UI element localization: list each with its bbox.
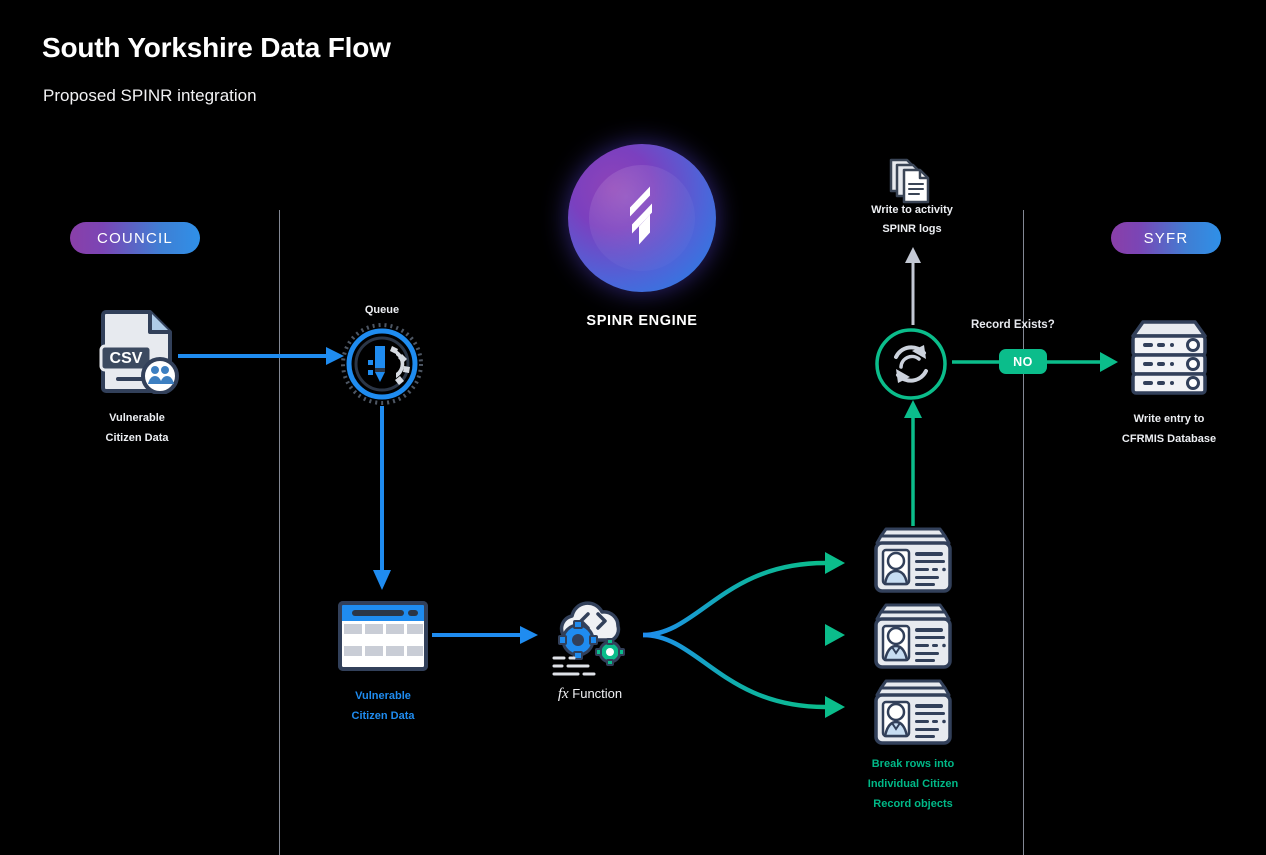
svg-text:CSV: CSV: [110, 350, 143, 367]
server-database-icon: [1131, 318, 1207, 403]
csv-file-people-icon: CSV: [98, 308, 180, 399]
stacked-documents-icon: [888, 155, 936, 212]
cloud-code-gears-icon: [548, 600, 632, 685]
queue-label: Queue: [364, 304, 400, 316]
arrow-record-check-to-logs: [905, 247, 921, 325]
spinr-engine-caption: SPINR ENGINE: [586, 313, 698, 329]
record-exists-no-badge[interactable]: NO: [999, 349, 1047, 374]
lane-badge-syfr-label: SYFR: [1143, 229, 1189, 247]
database-label: Write entry to CFRMIS Database: [1121, 413, 1217, 445]
activity-logs-label: Write to activity SPINR logs: [871, 204, 953, 235]
record-exists-no-label: NO: [1013, 354, 1033, 369]
record-exists-condition-label: Record Exists?: [971, 319, 1055, 331]
lane-badge-council[interactable]: COUNCIL: [70, 222, 200, 254]
page-subtitle: Proposed SPINR integration: [43, 86, 257, 105]
sync-refresh-icon: [874, 327, 948, 406]
arrow-csv-to-queue: [178, 347, 344, 365]
function-fx-glyph: fx: [557, 686, 569, 702]
csv-source-label: Vulnerable Citizen Data: [105, 412, 169, 444]
citizen-id-card-icon: [874, 601, 952, 676]
arrow-records-to-record-check: [904, 400, 922, 526]
spinr-engine-logo: [568, 144, 716, 292]
function-label: fx Function: [490, 686, 690, 703]
arrow-queue-to-spreadsheet: [373, 406, 391, 590]
lane-divider-council: [279, 210, 280, 855]
lane-badge-syfr[interactable]: SYFR: [1111, 222, 1221, 254]
queue-pencil-gear-icon: [340, 322, 424, 411]
spinr-bolt-icon: [619, 184, 665, 253]
function-label-text: Function: [572, 686, 623, 701]
citizen-records-label: Break rows into Individual Citizen Recor…: [867, 758, 959, 810]
lane-divider-syfr: [1023, 210, 1024, 855]
fanout-arrows-function-to-records: [643, 552, 845, 718]
arrow-spreadsheet-to-function: [432, 626, 538, 644]
spreadsheet-table-icon: [338, 601, 428, 676]
lane-badge-council-label: COUNCIL: [97, 229, 173, 247]
citizen-id-card-icon: [874, 677, 952, 752]
citizen-id-card-icon: [874, 525, 952, 600]
spreadsheet-label: Vulnerable Citizen Data: [351, 690, 415, 722]
page-title: South Yorkshire Data Flow: [42, 32, 391, 63]
